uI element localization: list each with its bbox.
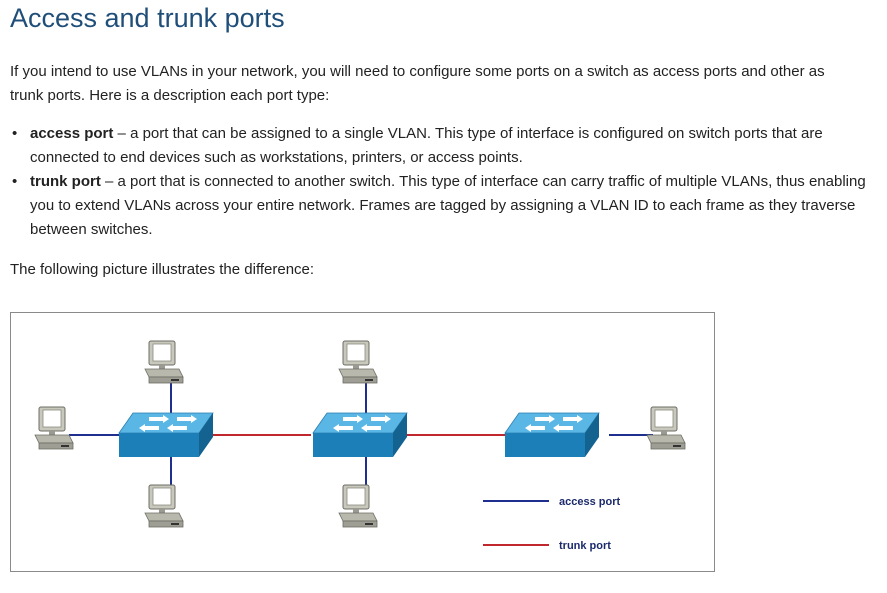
network-diagram: access port trunk port xyxy=(10,312,715,572)
computer-icon xyxy=(34,406,74,450)
list-item-trunk-port: • trunk port – a port that is connected … xyxy=(10,170,870,242)
computer-icon xyxy=(144,340,184,384)
access-links xyxy=(69,381,653,493)
legend: access port trunk port xyxy=(483,496,620,552)
term-access-port: access port xyxy=(30,125,114,142)
network-diagram-svg: access port trunk port xyxy=(34,340,686,552)
computer-icon xyxy=(646,406,686,450)
list-item-access-port: • access port – a port that can be assig… xyxy=(10,122,870,170)
legend-access-label: access port xyxy=(559,496,620,508)
bullet-icon: • xyxy=(12,125,18,142)
legend-trunk-label: trunk port xyxy=(559,540,611,552)
port-type-list: • access port – a port that can be assig… xyxy=(10,122,870,242)
intro-paragraph: If you intend to use VLANs in your netwo… xyxy=(10,63,825,104)
computer-icon xyxy=(144,484,184,528)
bullet-icon: • xyxy=(12,173,18,190)
switch-icon xyxy=(312,412,408,458)
figure-intro: The following picture illustrates the di… xyxy=(10,261,315,278)
term-trunk-port: trunk port xyxy=(30,173,101,190)
computer-icon xyxy=(338,340,378,384)
page-title: Access and trunk ports xyxy=(10,3,285,33)
computer-icon xyxy=(338,484,378,528)
switch-icon xyxy=(118,412,214,458)
switch-icon xyxy=(504,412,600,458)
description-trunk-port: – a port that is connected to another sw… xyxy=(30,173,866,238)
description-access-port: – a port that can be assigned to a singl… xyxy=(30,125,823,166)
